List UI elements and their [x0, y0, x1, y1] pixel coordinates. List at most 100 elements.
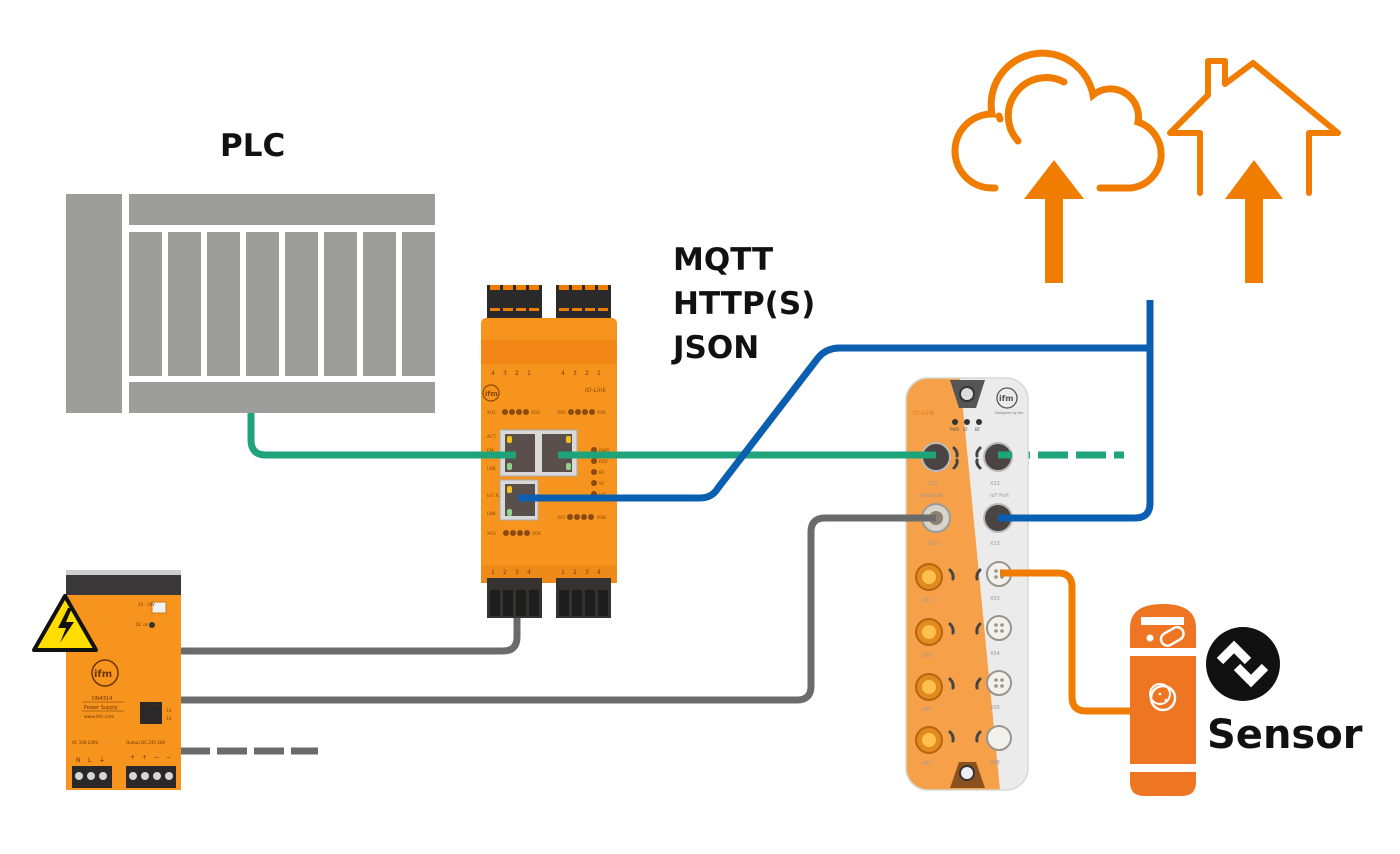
master-status-leds: [952, 419, 982, 425]
svg-text:3: 3: [503, 370, 507, 377]
svg-text:X23: X23: [990, 541, 1000, 547]
svg-text:4: 4: [527, 569, 531, 576]
svg-text:1: 1: [597, 370, 601, 377]
cable-io-link-sensor: [1000, 569, 1130, 715]
svg-text:X22: X22: [990, 481, 1000, 487]
svg-text:⏚: ⏚: [99, 757, 105, 764]
svg-text:PWR: PWR: [599, 448, 609, 454]
svg-text:X01: X01: [487, 410, 496, 416]
svg-text:ifm: ifm: [94, 669, 112, 680]
svg-text:3: 3: [585, 569, 589, 576]
svg-text:X04: X04: [532, 531, 541, 537]
svg-text:X05: X05: [922, 707, 932, 713]
protocol-labels: MQTT HTTP(S) JSON: [673, 238, 815, 370]
plc-device: [66, 194, 435, 413]
gateway-top-pin-numbers: 4 3 2 1 4 3 2 1: [491, 370, 601, 377]
svg-text:X31: X31: [928, 541, 938, 547]
svg-text:X03: X03: [487, 531, 496, 537]
svg-text:X05: X05: [557, 410, 566, 416]
protocol-https: HTTP(S): [673, 286, 816, 322]
gateway-device: 4 3 2 1 4 3 2 1 ifm IO-Link X01 X02 X05 …: [481, 285, 617, 618]
io-link-master-device: ifm IO-Link Designed by ifm PWR SF BF: [905, 377, 1029, 791]
svg-text:DC ok: DC ok: [136, 622, 149, 627]
master-tag: Designed by ifm: [995, 411, 1024, 415]
svg-text:X06: X06: [597, 410, 606, 416]
svg-text:X08: X08: [597, 515, 606, 521]
svg-text:X07: X07: [922, 761, 932, 767]
svg-text:LNK: LNK: [487, 511, 497, 517]
svg-text:IoT X23: IoT X23: [487, 493, 504, 499]
svg-text:X21: X21: [928, 481, 938, 487]
gateway-io-link-logo: IO-Link: [585, 387, 606, 394]
io-link-logo-icon: [1206, 627, 1280, 701]
cable-power-gateway: [180, 612, 521, 655]
svg-text:Power IN: Power IN: [920, 493, 942, 499]
gateway-port-labels: X01 X02 X05 X06 X03 X04 X07 X08: [487, 410, 606, 537]
svg-text:3: 3: [573, 370, 577, 377]
svg-text:X01: X01: [922, 598, 932, 604]
svg-text:PWR: PWR: [950, 427, 959, 432]
svg-text:4: 4: [561, 370, 565, 377]
svg-text:DC ok: DC ok: [150, 703, 161, 707]
house-upload-icon: [1167, 58, 1341, 196]
svg-text:−: −: [154, 754, 159, 761]
svg-text:2: 2: [573, 569, 577, 576]
gateway-bottom-pin-numbers: 1 2 3 4 1 2 3 4: [491, 569, 601, 576]
svg-text:4: 4: [491, 370, 495, 377]
svg-text:X08: X08: [990, 760, 1000, 766]
svg-text:24 - 28V: 24 - 28V: [138, 602, 155, 607]
master-port-labels: X21 X22 X31 X23 X01 X02 X03 X04 X05 X06 …: [920, 481, 1009, 767]
svg-text:X06: X06: [990, 705, 1000, 711]
plc-label: PLC: [220, 128, 286, 164]
master-ifm-logo: ifm: [996, 387, 1018, 409]
svg-text:4: 4: [597, 569, 601, 576]
cloud-upload-icon: [951, 49, 1165, 192]
house-arrow: [1225, 160, 1283, 283]
svg-text:2: 2: [515, 370, 519, 377]
svg-text:+: +: [142, 754, 147, 761]
svg-text:14: 14: [166, 716, 172, 721]
svg-text:X02: X02: [990, 596, 1000, 602]
svg-text:FM: FM: [487, 448, 494, 454]
svg-text:BF: BF: [599, 470, 605, 476]
cables: [180, 300, 1154, 755]
cable-plc-gateway: [247, 412, 516, 459]
master-io-link-logo: IO-Link: [913, 410, 935, 417]
power-supply-device: 24 - 28V DC ok ifm DN4314 Power Supply w…: [66, 570, 181, 790]
svg-text:3: 3: [515, 569, 519, 576]
protocol-mqtt: MQTT: [673, 242, 774, 278]
svg-text:X03: X03: [922, 653, 932, 659]
svg-text:1: 1: [491, 569, 495, 576]
svg-text:ifm: ifm: [999, 394, 1014, 403]
svg-text:ifm: ifm: [485, 390, 498, 398]
svg-text:1: 1: [561, 569, 565, 576]
warning-high-voltage-icon: [32, 594, 98, 652]
svg-text:RDY: RDY: [599, 459, 608, 465]
protocol-json: JSON: [673, 330, 760, 366]
svg-text:+: +: [130, 754, 135, 761]
svg-text:X02: X02: [531, 410, 540, 416]
svg-text:13: 13: [166, 708, 172, 713]
svg-text:SF: SF: [963, 427, 969, 432]
gateway-bottom-connectors: [481, 565, 617, 618]
svg-text:L: L: [88, 757, 92, 764]
power-supply-ifm-logo: ifm: [91, 659, 119, 687]
svg-text:SF: SF: [599, 481, 605, 487]
svg-text:−: −: [166, 754, 171, 761]
svg-text:N: N: [76, 757, 81, 764]
svg-text:2: 2: [503, 569, 507, 576]
cable-power-master: [180, 514, 938, 704]
svg-text:ACT: ACT: [487, 434, 496, 440]
io-link-sensor-icon: [1130, 604, 1196, 796]
power-supply-name: Power Supply: [84, 705, 118, 711]
svg-text:IoT Port: IoT Port: [990, 493, 1009, 499]
power-supply-url: www.ifm.com: [84, 714, 114, 720]
sensor-label: Sensor: [1207, 712, 1363, 758]
svg-text:X04: X04: [990, 651, 1000, 657]
gateway-ifm-logo: ifm: [482, 384, 500, 402]
svg-text:BF: BF: [975, 427, 981, 432]
cable-iot-riser: [998, 300, 1154, 522]
svg-text:Output DC 24V 20A: Output DC 24V 20A: [126, 740, 165, 745]
